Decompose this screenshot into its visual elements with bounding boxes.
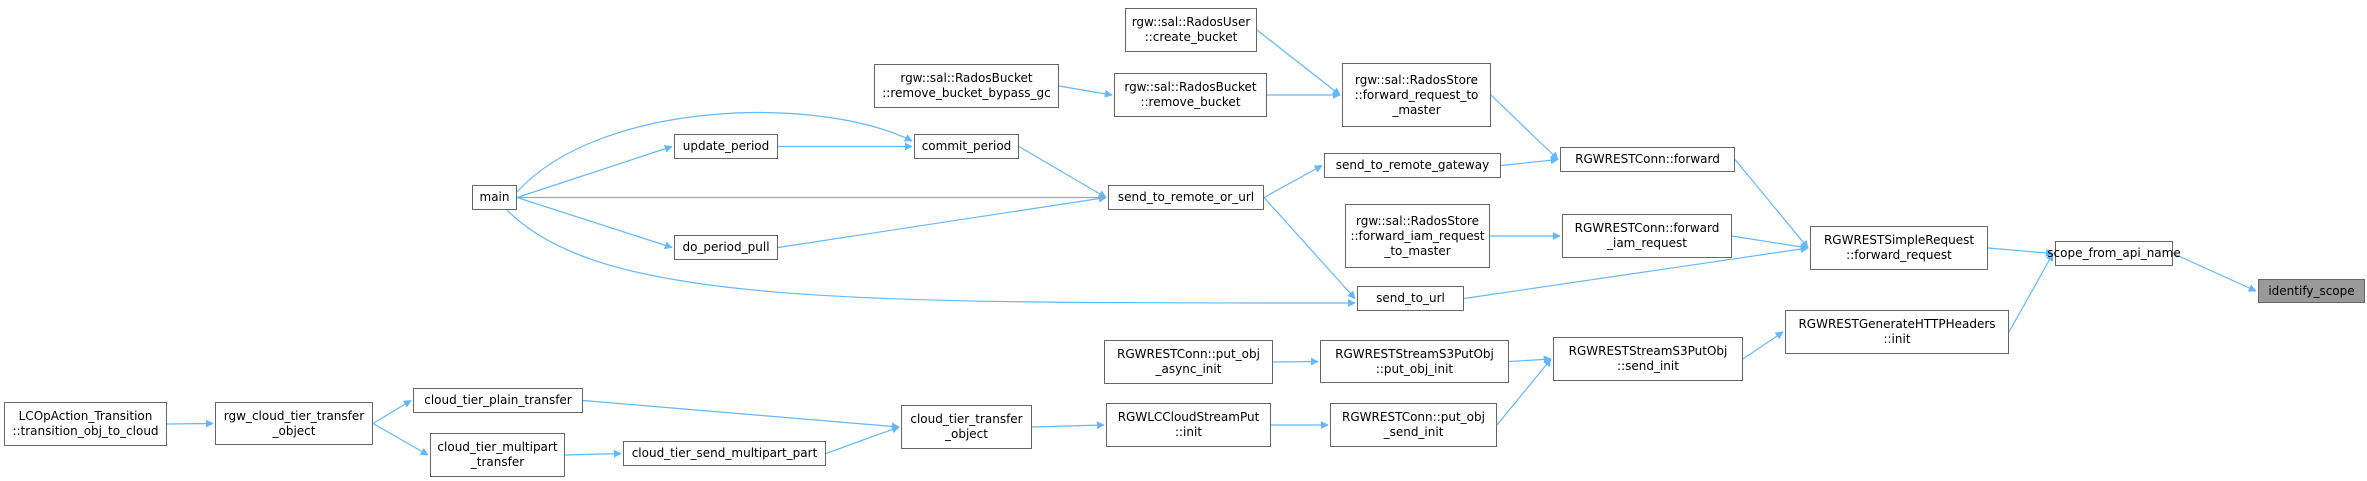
node-conn_forward_iam[interactable]: RGWRESTConn::forward _iam_request <box>1562 214 1732 258</box>
edge-main-to-do_period_pull <box>516 196 673 250</box>
edge-send_to_remote_gw-to-conn_forward <box>1500 156 1559 167</box>
edge-user_create_bucket-to-store_fwd_master <box>1256 29 1341 96</box>
node-user_create_bucket[interactable]: rgw::sal::RadosUser ::create_bucket <box>1125 8 1257 52</box>
edge-send_to_remote_or_url-to-send_to_remote_gw <box>1263 164 1323 199</box>
node-conn_put_obj_async[interactable]: RGWRESTConn::put_obj _async_init <box>1104 340 1273 384</box>
edge-store_fwd_master-to-conn_forward <box>1490 94 1559 161</box>
node-cloud_tier_transfer_object[interactable]: cloud_tier_transfer _object <box>901 405 1032 449</box>
node-send_to_remote_gw[interactable]: send_to_remote_gateway <box>1324 153 1501 178</box>
node-send_to_remote_or_url[interactable]: send_to_remote_or_url <box>1108 185 1264 210</box>
node-send_to_url[interactable]: send_to_url <box>1357 286 1464 311</box>
edge-cloud_tier_multipart_transfer-to-cloud_tier_send_multipart_part <box>564 449 622 458</box>
edge-gen_headers_init-to-scope_from_api_name <box>2008 252 2054 333</box>
node-main[interactable]: main <box>472 185 517 210</box>
node-gen_headers_init[interactable]: RGWRESTGenerateHTTPHeaders ::init <box>1785 310 2009 354</box>
node-forward_request[interactable]: RGWRESTSimpleRequest ::forward_request <box>1810 226 1988 270</box>
edge-main-to-send_to_url <box>506 209 1356 308</box>
edge-main-to-update_period <box>516 144 673 199</box>
node-store_fwd_master[interactable]: rgw::sal::RadosStore ::forward_request_t… <box>1342 63 1491 127</box>
edge-cloud_tier_send_multipart_part-to-cloud_tier_transfer_object <box>825 425 900 455</box>
edge-conn_put_obj_async-to-s3putobj_put_init <box>1272 357 1319 366</box>
edge-lcop_transition-to-rgw_cloud_tier_transfer_object <box>166 419 214 428</box>
node-cloud_tier_multipart_transfer[interactable]: cloud_tier_multipart _transfer <box>430 433 565 477</box>
edge-cloud_tier_plain_transfer-to-cloud_tier_transfer_object <box>582 399 900 431</box>
node-s3putobj_put_init[interactable]: RGWRESTStreamS3PutObj ::put_obj_init <box>1320 340 1509 383</box>
edge-cloud_tier_transfer_object-to-lc_cloud_stream_init <box>1031 421 1105 430</box>
node-s3putobj_send_init[interactable]: RGWRESTStreamS3PutObj ::send_init <box>1553 337 1743 381</box>
edge-conn_forward-to-forward_request <box>1734 159 1809 249</box>
node-rgw_cloud_tier_transfer_object[interactable]: rgw_cloud_tier_transfer _object <box>215 402 373 445</box>
edge-rgw_cloud_tier_transfer_object-to-cloud_tier_multipart_transfer <box>372 422 429 456</box>
edge-send_to_remote_or_url-to-send_to_url <box>1263 197 1356 300</box>
node-conn_put_obj_send[interactable]: RGWRESTConn::put_obj _send_init <box>1330 403 1497 447</box>
edge-conn_forward_iam-to-forward_request <box>1731 235 1809 251</box>
edge-do_period_pull-to-send_to_remote_or_url <box>777 194 1107 249</box>
node-scope_from_api_name[interactable]: scope_from_api_name <box>2047 241 2181 266</box>
node-cloud_tier_plain_transfer[interactable]: cloud_tier_plain_transfer <box>413 388 583 413</box>
node-conn_forward[interactable]: RGWRESTConn::forward <box>1560 147 1735 172</box>
edge-forward_request-to-scope_from_api_name <box>1987 247 2054 257</box>
edge-send_to_url-to-forward_request <box>1463 245 1809 300</box>
node-identify_scope: identify_scope <box>2258 279 2365 303</box>
edge-s3putobj_put_init-to-s3putobj_send_init <box>1508 355 1552 364</box>
edge-rgw_cloud_tier_transfer_object-to-cloud_tier_plain_transfer <box>372 399 412 425</box>
edge-bucket_remove_bypass-to-bucket_remove <box>1058 85 1113 98</box>
edge-main-to-commit_period <box>516 112 913 193</box>
node-update_period[interactable]: update_period <box>674 134 778 159</box>
node-lc_cloud_stream_init[interactable]: RGWLCCloudStreamPut ::init <box>1106 403 1271 447</box>
edge-commit_period-to-send_to_remote_or_url <box>1018 145 1107 199</box>
edge-s3putobj_send_init-to-gen_headers_init <box>1742 331 1784 360</box>
edge-conn_put_obj_send-to-s3putobj_send_init <box>1496 358 1552 426</box>
node-cloud_tier_send_multipart_part[interactable]: cloud_tier_send_multipart_part <box>623 441 826 466</box>
edge-scope_from_api_name-to-identify_scope <box>2172 252 2257 292</box>
node-store_fwd_iam[interactable]: rgw::sal::RadosStore ::forward_iam_reque… <box>1345 204 1490 268</box>
node-lcop_transition[interactable]: LCOpAction_Transition ::transition_obj_t… <box>4 402 167 446</box>
node-bucket_remove[interactable]: rgw::sal::RadosBucket ::remove_bucket <box>1114 73 1267 117</box>
node-bucket_remove_bypass[interactable]: rgw::sal::RadosBucket ::remove_bucket_by… <box>874 64 1059 108</box>
node-commit_period[interactable]: commit_period <box>914 134 1019 159</box>
node-do_period_pull[interactable]: do_period_pull <box>674 235 778 260</box>
